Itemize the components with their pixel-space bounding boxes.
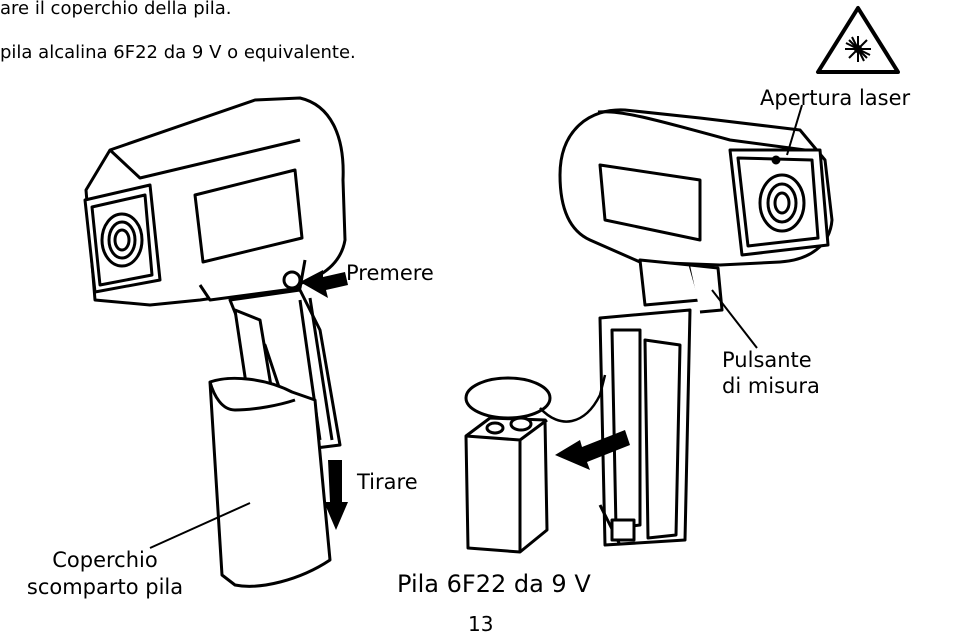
- instruction-line-2: pila alcalina 6F22 da 9 V o equivalente.: [0, 42, 356, 63]
- battery-9v-drawing: [464, 416, 549, 554]
- measure-button-label-line2: di misura: [722, 374, 820, 398]
- pull-label: Tirare: [357, 470, 418, 494]
- press-arrow-icon: [300, 270, 348, 298]
- press-label: Premere: [346, 261, 434, 285]
- left-thermometer-drawing: [83, 96, 347, 588]
- pull-arrow-icon: [324, 460, 348, 530]
- laser-warning-triangle-icon: [816, 6, 900, 74]
- laser-aperture-label: Apertura laser: [760, 86, 911, 110]
- instruction-line-1: are il coperchio della pila.: [0, 0, 232, 19]
- battery-cover-leader: [149, 502, 251, 549]
- laser-aperture-leader: [786, 104, 803, 156]
- battery-clip-drawing: [464, 374, 607, 423]
- right-thermometer-drawing: [558, 108, 834, 547]
- measure-button-leader: [711, 289, 758, 349]
- measure-button-label-line1: Pulsante: [722, 348, 812, 372]
- insert-arrow-icon: [555, 430, 630, 470]
- battery-cover-label-line2: scomparto pila: [26, 575, 184, 599]
- page-number: 13: [468, 612, 494, 636]
- battery-cover-label-line1: Coperchio: [52, 548, 158, 572]
- battery-caption: Pila 6F22 da 9 V: [397, 570, 591, 598]
